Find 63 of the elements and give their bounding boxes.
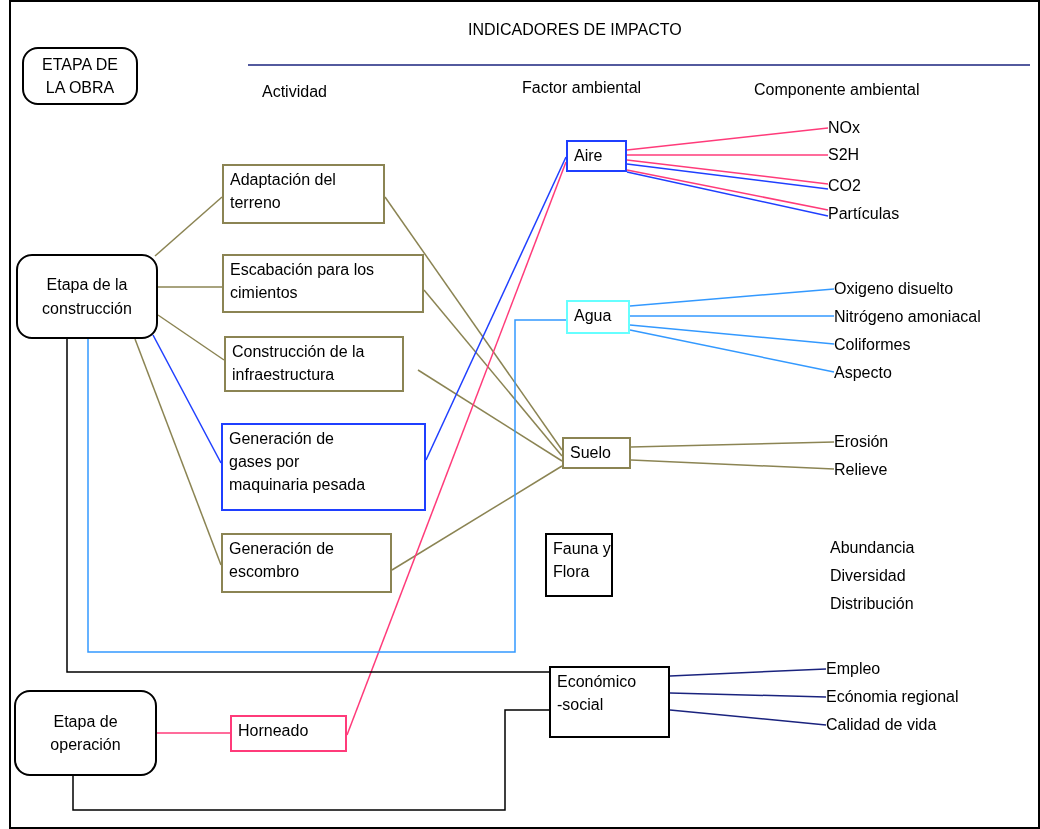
connector-line — [630, 441, 835, 448]
component-label: Abundancia — [830, 538, 915, 558]
stage-box: Etapa de la construcción — [16, 254, 158, 339]
activity-box: Escabación para los cimientos — [222, 254, 424, 313]
connector-line — [66, 338, 550, 673]
connector-line — [384, 196, 563, 451]
factor-box: Fauna y Flora — [545, 533, 613, 597]
activity-box: Adaptación del terreno — [222, 164, 385, 224]
component-label: CO2 — [828, 175, 878, 197]
connector-line — [626, 169, 829, 211]
connector-line — [134, 338, 222, 566]
connector-line — [391, 465, 563, 571]
factor-box: Económico -social — [549, 666, 670, 738]
component-label: Diversidad — [830, 566, 906, 586]
header-text: INDICADORES DE IMPACTO — [468, 20, 682, 40]
connector-line — [626, 154, 829, 156]
connector-line — [423, 289, 563, 457]
connector-line — [156, 732, 231, 734]
connector-line — [669, 668, 827, 677]
stage-box: ETAPA DE LA OBRA — [22, 47, 138, 105]
connector-line — [626, 127, 829, 151]
component-label: NOx — [828, 117, 878, 139]
activity-box: Generación de gases por maquinaria pesada — [221, 423, 426, 511]
connector-line — [629, 324, 835, 345]
connector-line — [626, 163, 829, 190]
connector-line — [629, 288, 835, 307]
component-label: Ecónomia regional — [826, 686, 1006, 708]
connector-line — [417, 369, 563, 462]
component-label: S2H — [828, 144, 878, 166]
component-label: Aspecto — [834, 362, 924, 384]
activity-box: Horneado — [230, 715, 347, 752]
connector-line — [425, 156, 567, 461]
factor-box: Agua — [566, 300, 630, 334]
connector-line — [72, 709, 550, 811]
factor-box: Aire — [566, 140, 627, 172]
component-label: Nitrógeno amoniacal — [834, 306, 1034, 328]
connector-line — [157, 286, 223, 288]
component-label: Distribución — [830, 594, 914, 614]
connector-line — [152, 334, 222, 464]
column-heading: Componente ambiental — [754, 80, 920, 100]
connector-line — [669, 692, 827, 698]
component-label: Erosión — [834, 431, 914, 453]
component-label: Empleo — [826, 658, 906, 680]
connector-line — [626, 171, 829, 217]
connector-line — [629, 315, 835, 317]
component-label: Relieve — [834, 459, 914, 481]
connector-line — [154, 196, 223, 257]
column-heading: Factor ambiental — [522, 78, 642, 98]
connector-line — [87, 319, 567, 653]
connector-line — [157, 314, 225, 361]
column-heading: Actividad — [262, 82, 327, 102]
activity-box: Construcción de la infraestructura — [224, 336, 404, 392]
stage-box: Etapa de operación — [14, 690, 157, 776]
connector-line — [630, 459, 835, 470]
component-label: Oxigeno disuelto — [834, 278, 1004, 300]
activity-box: Generación de escombro — [221, 533, 392, 593]
connector-line — [626, 159, 829, 185]
component-label: Partículas — [828, 203, 928, 225]
connector-line — [629, 329, 835, 373]
component-label: Calidad de vida — [826, 714, 976, 736]
factor-box: Suelo — [562, 437, 631, 469]
component-label: Coliformes — [834, 334, 954, 356]
connector-line — [669, 709, 827, 726]
